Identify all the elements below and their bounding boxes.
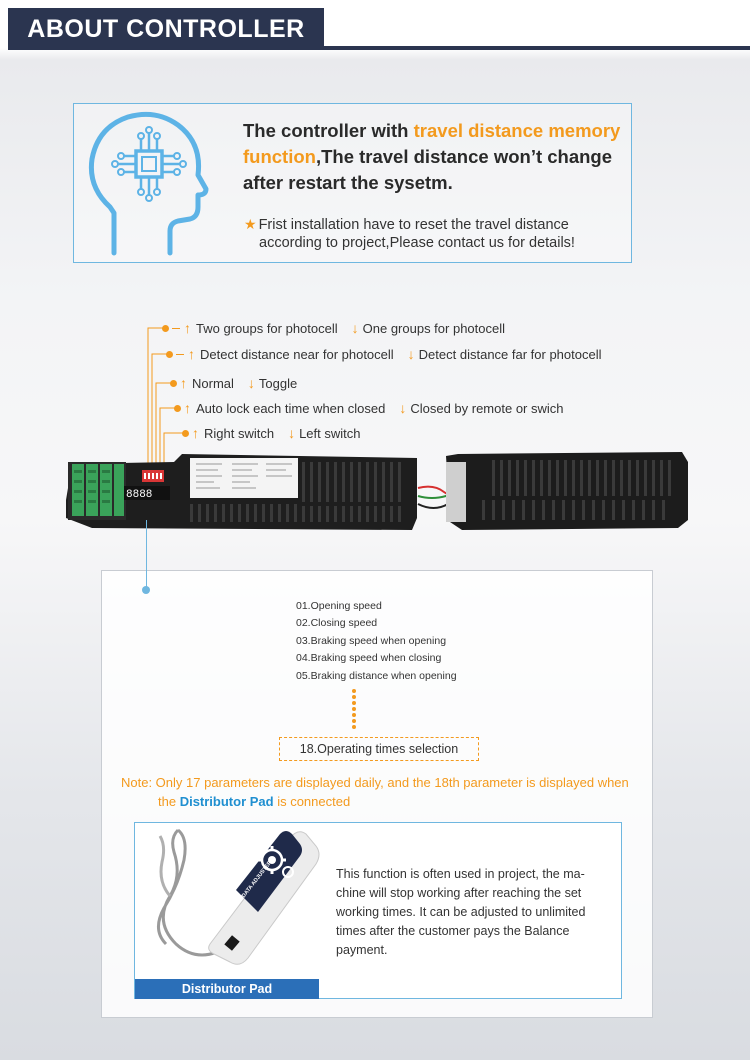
bullet-dot: [162, 324, 169, 332]
parameter-item: 01.Opening speed: [296, 600, 382, 612]
header: ABOUT CONTROLLER: [0, 0, 750, 52]
arrow-up-icon: ↑: [192, 425, 199, 441]
star-icon: ★: [244, 216, 257, 232]
parameter-item: 04.Braking speed when closing: [296, 652, 442, 665]
dip-switch-4: ↑ Auto lock each time when closed ↓ Clos…: [174, 400, 564, 416]
svg-text:8888: 8888: [126, 489, 152, 501]
bullet-dot: [166, 350, 173, 358]
dip-switch-3: ↑ Normal ↓ Toggle: [170, 375, 297, 391]
controller-board-image: 8888: [66, 452, 688, 530]
parameter-item: 03.Braking speed when opening: [296, 634, 447, 647]
parameter-list: 01.Opening speed 02.Closing speed 03.Bra…: [296, 598, 457, 685]
dip-2-down: Detect distance far for photocell: [418, 346, 602, 362]
bullet-dot: [182, 429, 189, 437]
note-line2-highlight: Distributor Pad: [179, 793, 274, 809]
connector-line: [146, 520, 147, 590]
dip-5-up: Right switch: [204, 425, 275, 441]
dip-2-up: Detect distance near for photocell: [200, 346, 394, 362]
parameter-18: 18.Operating times selection: [279, 737, 479, 761]
intro-box: [73, 103, 632, 263]
brain-chip-icon: [88, 111, 209, 256]
distributor-pad-panel: [134, 822, 622, 999]
note-line2-pre: the: [158, 793, 180, 809]
arrow-up-icon: ↑: [180, 375, 187, 391]
intro-title-part2: ,The travel distance won’t change after …: [243, 146, 613, 193]
ellipsis-dots: [352, 689, 358, 731]
arrow-down-icon: ↓: [288, 425, 296, 441]
arrow-up-icon: ↑: [188, 346, 195, 362]
distributor-pad-label: Distributor Pad: [135, 979, 319, 999]
dip-1-down: One groups for photocell: [362, 320, 506, 336]
bullet-dot: [174, 404, 181, 412]
note-line1: Note: Only 17 parameters are displayed d…: [121, 775, 629, 790]
header-underline: [324, 46, 750, 50]
distributor-pad-description: This function is often used in project, …: [336, 867, 586, 957]
dip-4-up: Auto lock each time when closed: [196, 400, 386, 416]
arrow-up-icon: ↑: [184, 320, 191, 336]
parameter-item: 02.Closing speed: [296, 617, 378, 630]
note-line2-post: is connected: [273, 793, 351, 809]
dip-1-up: Two groups for photocell: [196, 320, 338, 336]
intro-title-highlight: travel distance memory function: [243, 120, 621, 167]
dip-switch-1: ↑ Two groups for photocell ↓ One groups …: [162, 320, 505, 336]
connector-dot: [142, 586, 150, 594]
page-title: ABOUT CONTROLLER: [8, 8, 324, 50]
parameter-item: 05.Braking distance when opening: [296, 669, 457, 682]
parameter-note: Note: Only 17 parameters are displayed d…: [121, 774, 651, 811]
arrow-down-icon: ↓: [247, 375, 255, 391]
note-line2: the Distributor Pad is connected: [121, 793, 651, 812]
dip-4-down: Closed by remote or swich: [410, 400, 564, 416]
dip-switch-2: ↑ Detect distance near for photocell ↓ D…: [166, 346, 602, 362]
dip-5-down: Left switch: [299, 425, 361, 441]
dip-connector-lines: [147, 327, 186, 468]
intro-title: The controller with travel distance memo…: [243, 118, 623, 196]
dip-3-down: Toggle: [258, 375, 298, 391]
arrow-down-icon: ↓: [407, 346, 415, 362]
intro-note-line2: according to project,Please contact us f…: [259, 235, 575, 251]
dip-3-up: Normal: [192, 375, 234, 391]
arrow-down-icon: ↓: [399, 400, 407, 416]
intro-title-part1: The controller with: [243, 120, 414, 141]
arrow-down-icon: ↓: [351, 320, 359, 336]
dip-switch-5: ↑ Right switch ↓ Left switch: [182, 425, 361, 441]
bullet-dot: [170, 379, 177, 387]
distributor-pad-image: DATA ADJUSTER: [157, 828, 320, 965]
intro-note-line1: Frist installation have to reset the tra…: [258, 217, 569, 233]
intro-note: ★Frist installation have to reset the tr…: [244, 215, 624, 252]
arrow-up-icon: ↑: [184, 400, 191, 416]
